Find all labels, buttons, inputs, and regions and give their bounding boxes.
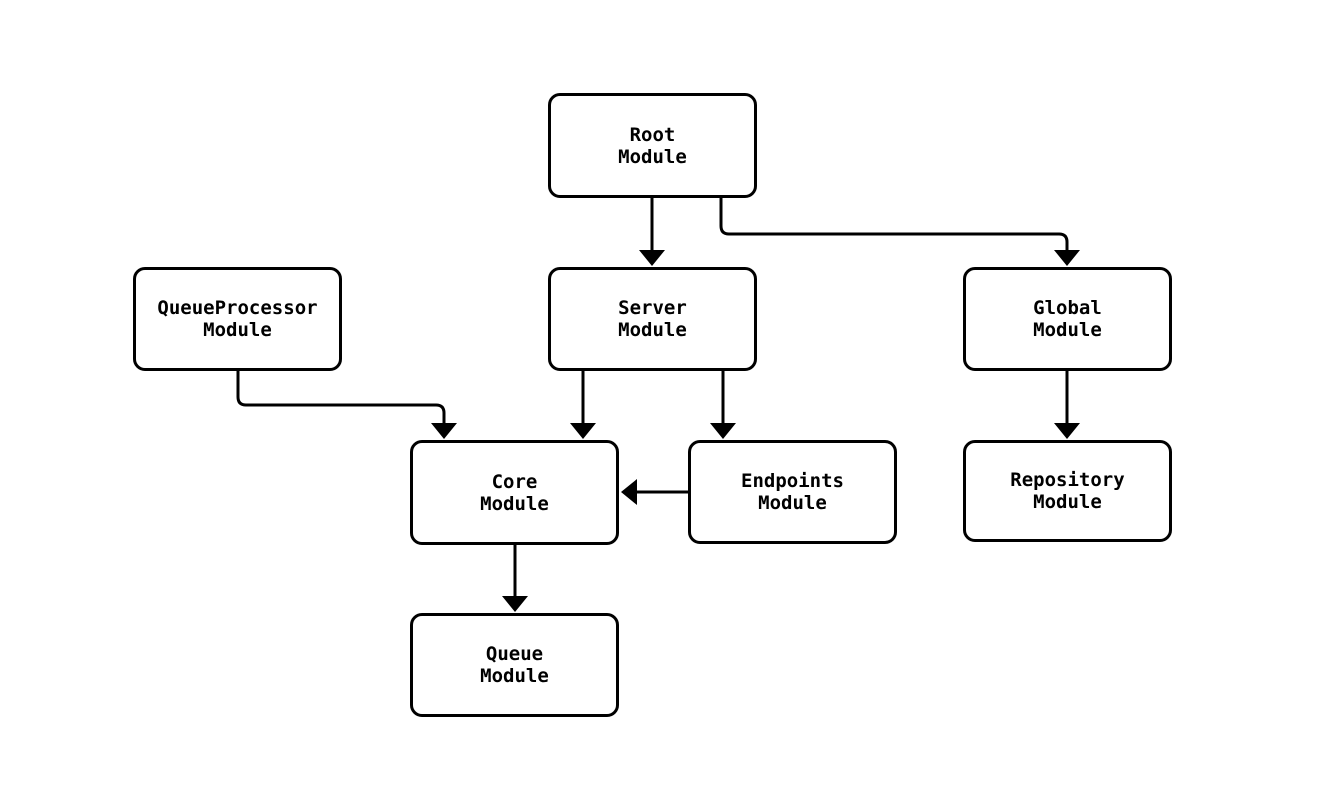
node-queue-module: Queue Module	[410, 613, 619, 717]
node-endpoints-module: Endpoints Module	[688, 440, 897, 544]
node-endpoints-module-label: Endpoints Module	[741, 470, 844, 514]
node-queueprocessor-module: QueueProcessor Module	[133, 267, 342, 371]
node-repository-module: Repository Module	[963, 440, 1172, 542]
node-core-module: Core Module	[410, 440, 619, 545]
node-server-module: Server Module	[548, 267, 757, 371]
node-queueprocessor-module-label: QueueProcessor Module	[157, 297, 318, 341]
node-root-module-label: Root Module	[618, 123, 687, 168]
edge-queueprocessor-to-core	[236, 371, 457, 439]
edge-root-to-global	[719, 197, 1080, 266]
node-queue-module-label: Queue Module	[480, 643, 549, 687]
node-global-module: Global Module	[963, 267, 1172, 371]
node-core-module-label: Core Module	[480, 470, 549, 515]
node-global-module-label: Global Module	[1033, 297, 1102, 341]
node-repository-module-label: Repository Module	[1010, 469, 1125, 513]
node-root-module: Root Module	[548, 93, 757, 198]
node-server-module-label: Server Module	[618, 297, 687, 341]
